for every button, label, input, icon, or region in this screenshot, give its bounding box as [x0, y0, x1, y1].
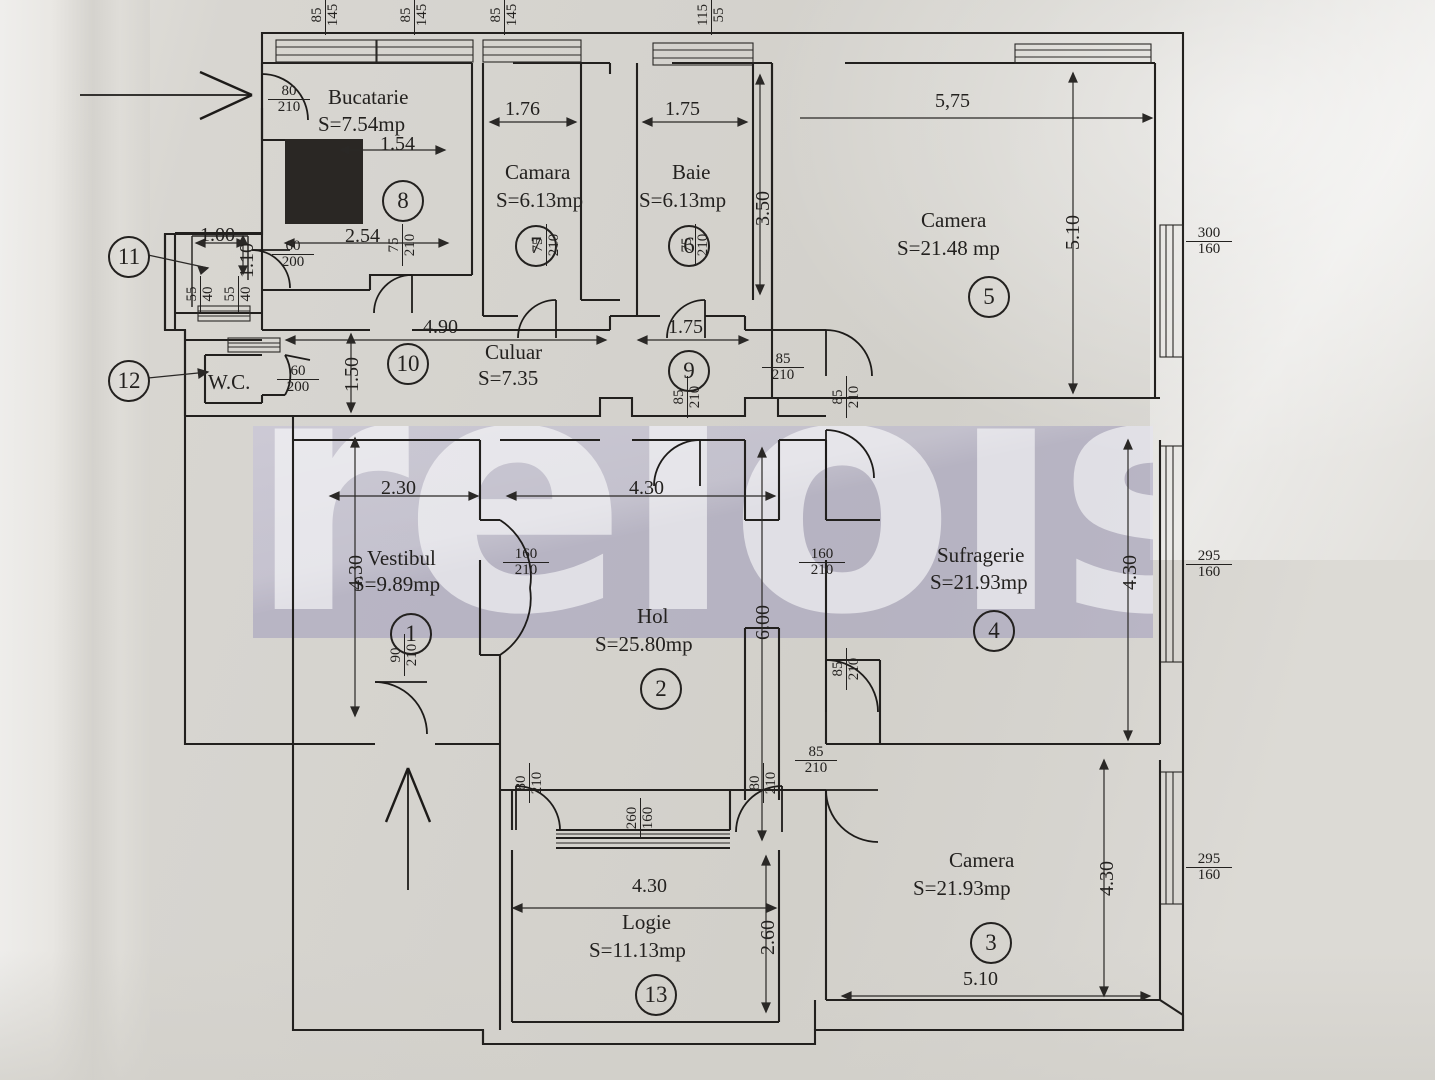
floor-plan-drawing: [80, 31, 1185, 1046]
